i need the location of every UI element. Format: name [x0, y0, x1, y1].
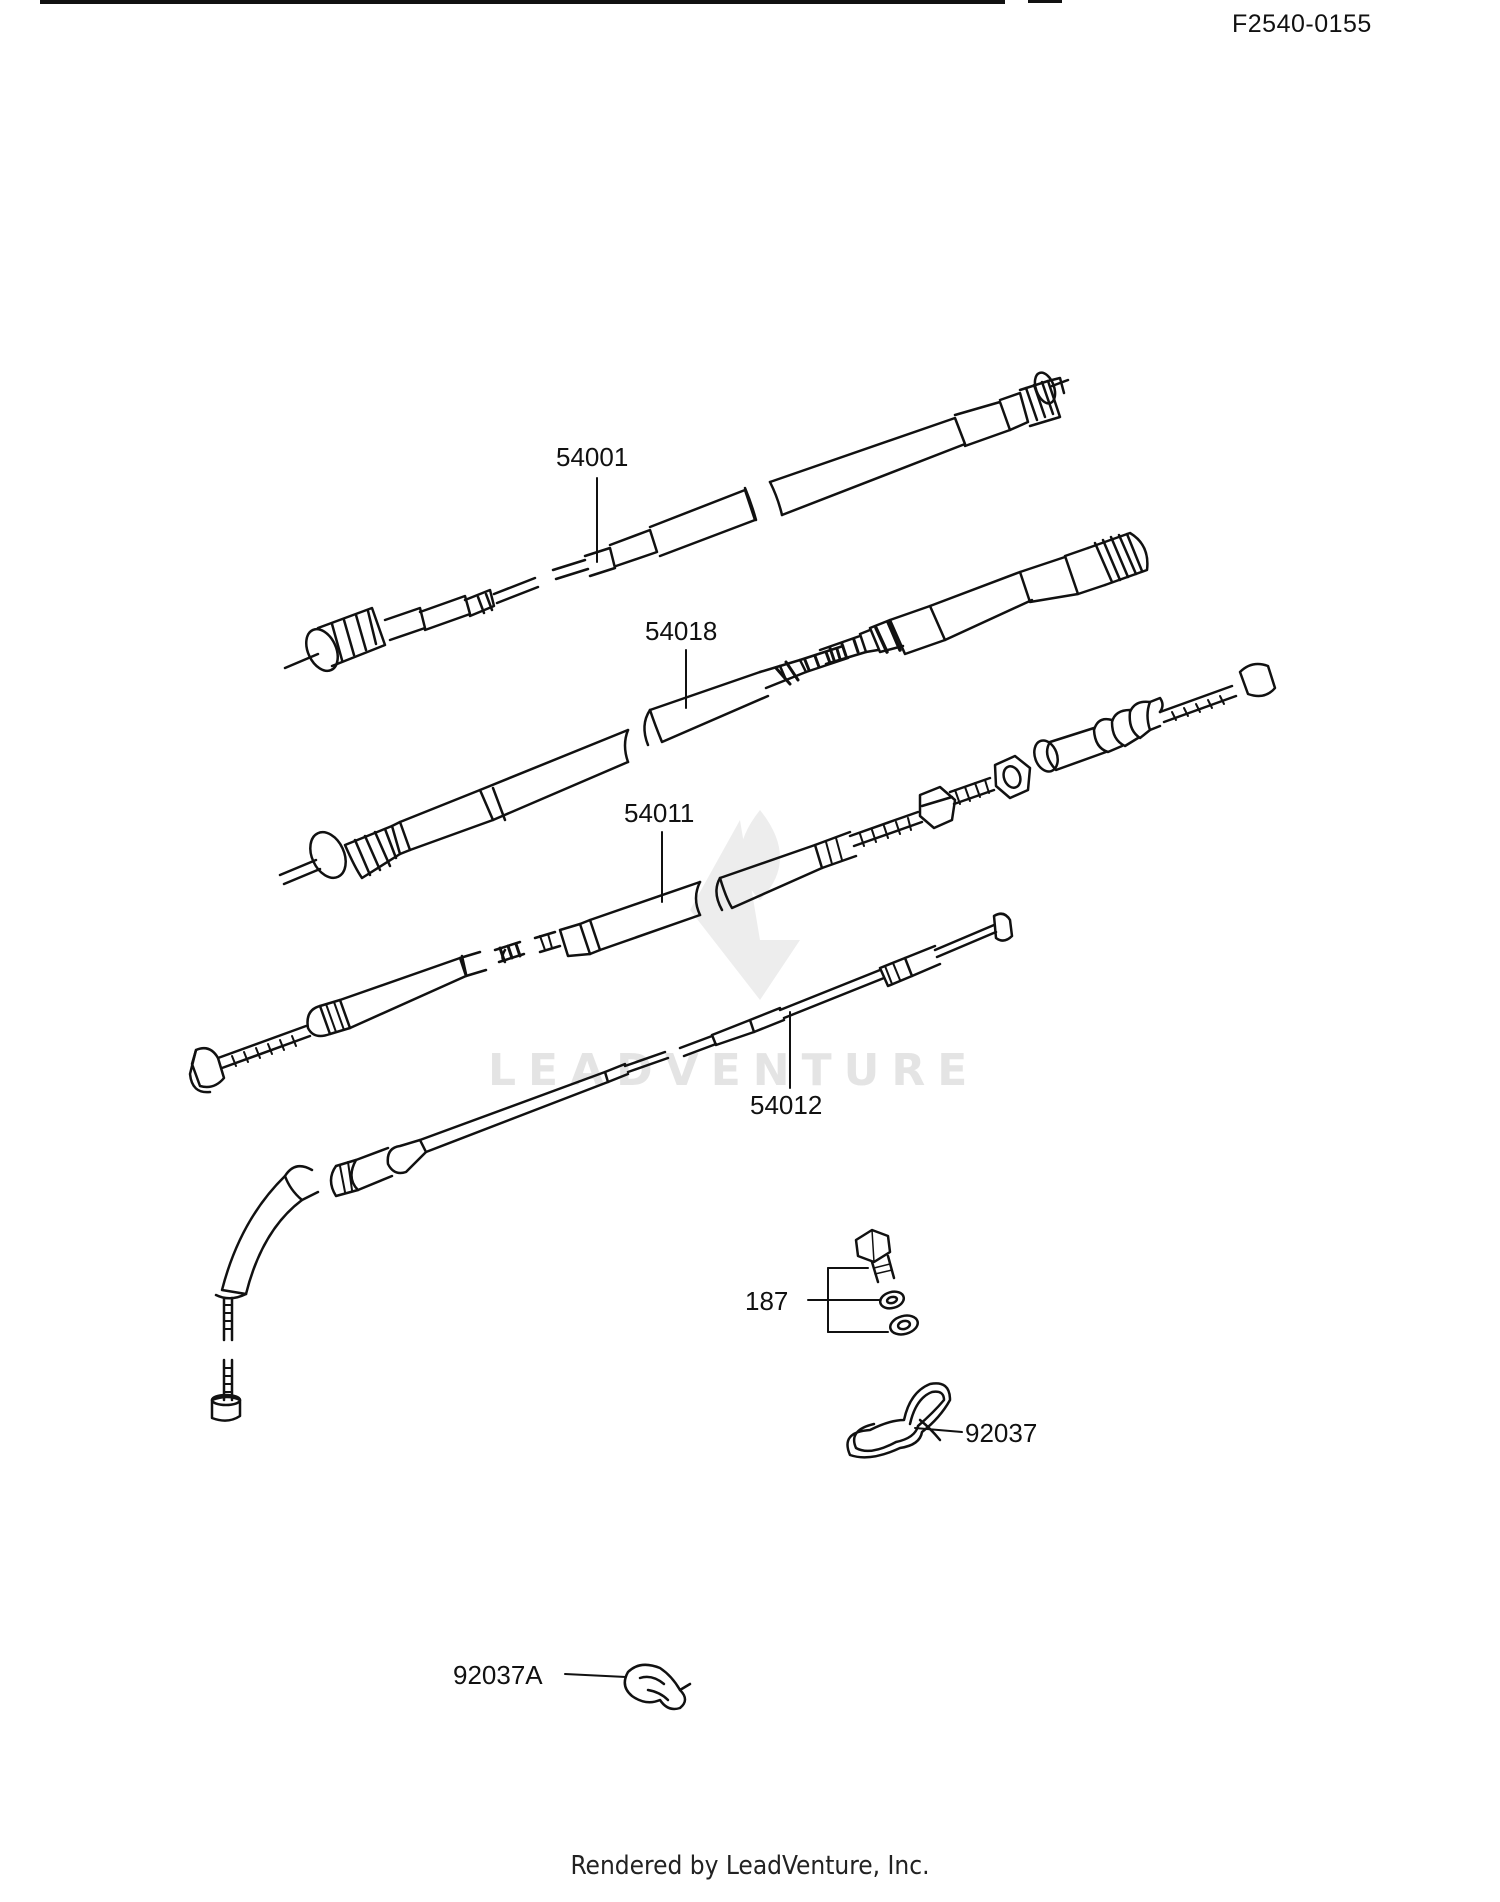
watermark: LEADVENTURE — [488, 810, 979, 1096]
part-54001-speedometer-cable[interactable] — [283, 370, 1070, 676]
callout-54001[interactable]: 54001 — [556, 442, 628, 472]
part-187-bolt-and-washers[interactable] — [854, 1228, 920, 1337]
callout-92037A[interactable]: 92037A — [453, 1660, 543, 1690]
part-54011-clutch-cable[interactable] — [188, 662, 1277, 1094]
part-92037A-clip[interactable] — [623, 1663, 692, 1711]
leader-92037A — [564, 1673, 627, 1678]
part-92037-clamp[interactable] — [846, 1382, 952, 1459]
leader-187 — [807, 1267, 889, 1333]
callout-54011[interactable]: 54011 — [624, 798, 694, 828]
callout-187[interactable]: 187 — [745, 1286, 788, 1316]
callout-54012[interactable]: 54012 — [750, 1090, 822, 1120]
part-54018-tachometer-cable[interactable] — [278, 531, 1149, 886]
watermark-text: LEADVENTURE — [488, 1045, 979, 1096]
footer-credit: Rendered by LeadVenture, Inc. — [570, 1851, 930, 1881]
callout-54018[interactable]: 54018 — [645, 616, 717, 646]
diagram-reference-code: F2540-0155 — [1232, 10, 1372, 38]
callout-92037[interactable]: 92037 — [965, 1418, 1037, 1448]
leader-92037 — [914, 1427, 963, 1433]
top-border-line — [40, 0, 1005, 4]
part-54012-throttle-cable[interactable] — [210, 912, 1014, 1422]
top-border-mark — [1028, 0, 1062, 3]
